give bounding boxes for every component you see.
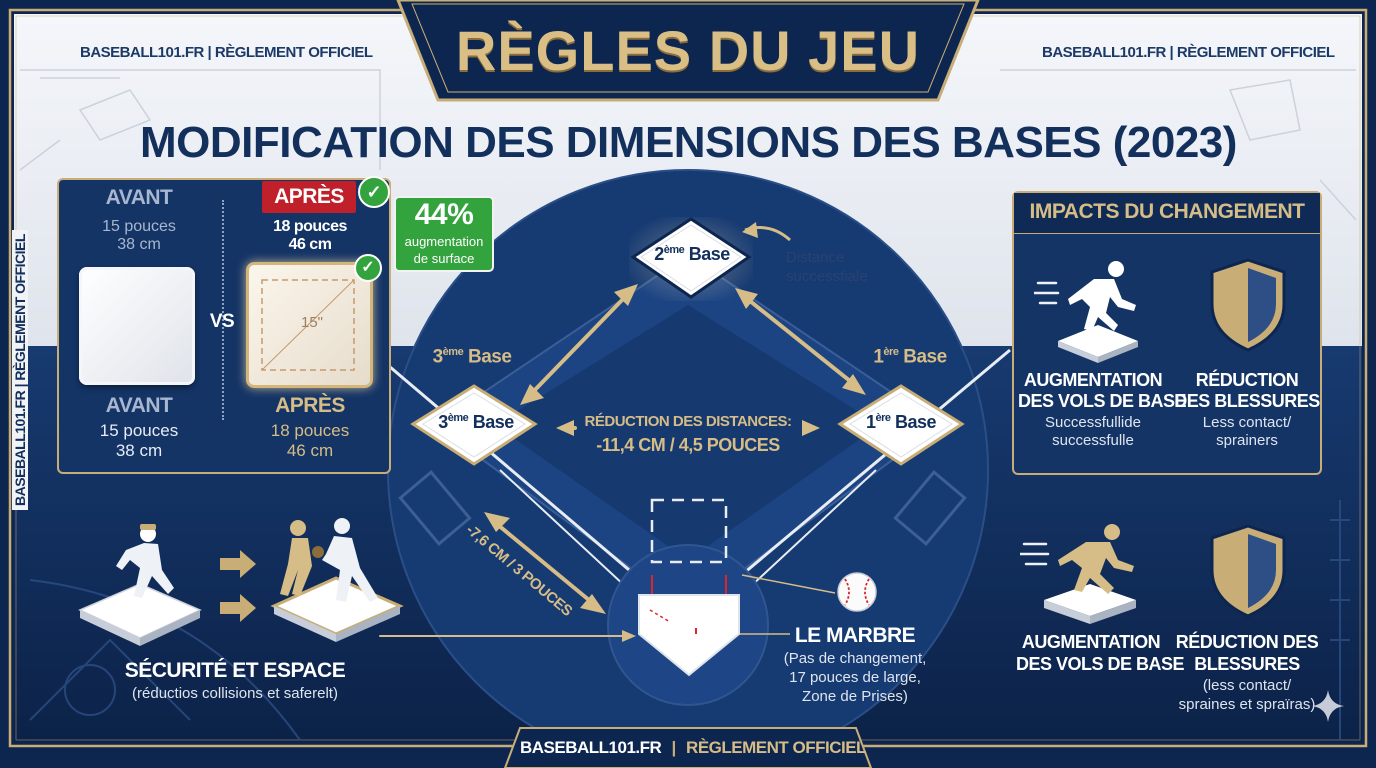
surface-callout: [394, 196, 494, 272]
check-icon: ✓: [354, 254, 382, 282]
impact1-left-title2: DES VOLS DE BASE: [1018, 391, 1187, 411]
footer-site: BASEBALL101.FR: [520, 738, 662, 757]
inner-measure-label: 15": [300, 314, 323, 331]
second-base-label: 2ème Base: [654, 244, 730, 264]
third-base-shape: [410, 384, 538, 466]
footer-rule: RÈGLEMENT OFFICIEL: [686, 738, 866, 757]
baseball-icon: [836, 571, 878, 613]
before-label-bottom: AVANT: [105, 394, 173, 417]
side-label: BASEBALL101.FR | RÈGLEMENT OFFICIEL: [12, 230, 28, 510]
after-inches-bottom: 18 pouces: [270, 421, 350, 440]
impact2-right-desc1: (less contact/: [1202, 677, 1292, 694]
home-line3: Zone de Prises): [802, 688, 908, 705]
impact1-right-title1: RÉDUCTION: [1195, 370, 1299, 390]
impact1-left-title1: AUGMENTATION: [1023, 370, 1163, 390]
footer-separator: |: [671, 738, 677, 757]
first-base-caption: 1ère Base: [873, 346, 947, 368]
impact2-right-title2: BLESSURES: [1194, 654, 1300, 674]
new-base-square: [246, 262, 373, 388]
old-base-square: [79, 267, 195, 385]
safety-illustration: [78, 518, 404, 646]
home-line1: (Pas de changement,: [783, 650, 927, 667]
shield-icon: [1210, 524, 1286, 618]
third-base-caption: 3ème Base: [432, 346, 512, 368]
banner-title: RÈGLES DU JEU: [455, 19, 921, 82]
impact2-left-title1: AUGMENTATION: [1021, 632, 1161, 652]
impact2-right-desc2: spraines et spraïras): [1178, 696, 1316, 713]
vs-label: VS: [209, 311, 235, 332]
after-badge: APRÈS: [262, 181, 356, 213]
baseball-shape: [837, 572, 877, 612]
impact2-left-title2: DES VOLS DE BASE: [1016, 654, 1185, 674]
distance-note-line2: successfiale: [786, 268, 868, 285]
impact2-right-title1: RÉDUCTION DES: [1175, 632, 1319, 652]
impact1-right-title2: DES BLESSURES: [1174, 391, 1320, 411]
impact1-left-desc1: Successfullide: [1045, 414, 1141, 431]
runner-icon: [116, 524, 174, 598]
source-label-left: BASEBALL101.FR | RÈGLEMENT OFFICIEL: [80, 44, 373, 61]
second-base: [621, 211, 761, 307]
after-inches-top: 18 pouces: [273, 218, 347, 235]
sparkle-icon: [1312, 690, 1344, 722]
safety-title: SÉCURITÉ ET ESPACE: [124, 659, 346, 682]
home-title: LE MARBRE: [794, 624, 916, 647]
comparison-divider: [222, 200, 224, 420]
before-cm-top: 38 cm: [117, 236, 161, 253]
players-icon: [280, 518, 378, 602]
check-mark: ✓: [366, 182, 382, 202]
first-base: [836, 384, 966, 468]
before-cm-bottom: 38 cm: [115, 441, 163, 460]
main-title: MODIFICATION DES DIMENSIONS DES BASES (2…: [140, 118, 1237, 167]
before-label-top: AVANT: [105, 186, 173, 209]
third-base: [409, 384, 539, 468]
check-icon: ✓: [358, 176, 390, 208]
distance-note-line1: Distance: [786, 249, 845, 266]
first-base-shape: [837, 384, 965, 466]
source-label-right: BASEBALL101.FR | RÈGLEMENT OFFICIEL: [1042, 44, 1335, 61]
impacts-title: IMPACTS DU CHANGEMENT: [1029, 200, 1305, 223]
before-inches-top: 15 pouces: [102, 218, 176, 235]
runner-icon: [1020, 524, 1136, 624]
impacts-title-bar: [1014, 193, 1320, 234]
home-plate: [636, 592, 742, 678]
after-cm-bottom: 46 cm: [286, 441, 334, 460]
home-line2: 17 pouces de large,: [789, 669, 921, 686]
runner-icon: [1034, 261, 1138, 363]
impact1-left-desc2: successfulle: [1052, 432, 1134, 449]
home-plate-shape: [638, 594, 740, 677]
check-mark-2: ✓: [361, 259, 375, 276]
first-base-label: 1ère Base: [865, 412, 937, 432]
surface-line2: de surface: [413, 251, 475, 266]
before-inches-bottom: 15 pouces: [99, 421, 179, 440]
impact1-right-desc2: sprainers: [1216, 432, 1278, 449]
after-cm-top: 46 cm: [288, 236, 332, 253]
shield-icon: [1210, 258, 1286, 352]
reduction-line1: RÉDUCTION DES DISTANCES:: [584, 413, 792, 430]
surface-line1: augmentation: [404, 234, 484, 249]
after-label-bottom: APRÈS: [275, 394, 345, 417]
reduction-line2: -11,4 CM / 4,5 POUCES: [596, 435, 780, 455]
impacts-panel: [1012, 191, 1322, 475]
new-base-inner-outline: [261, 279, 355, 371]
impact1-right-desc1: Less contact/: [1202, 414, 1292, 431]
surface-percent: 44%: [414, 198, 474, 231]
second-base-shape: [621, 211, 761, 307]
safety-subtitle: (réductios collisions et saferelt): [132, 685, 338, 702]
third-base-label: 3ème Base: [438, 412, 514, 432]
footer-label: BASEBALL101.FR | RÈGLEMENT OFFICIEL: [520, 738, 866, 758]
